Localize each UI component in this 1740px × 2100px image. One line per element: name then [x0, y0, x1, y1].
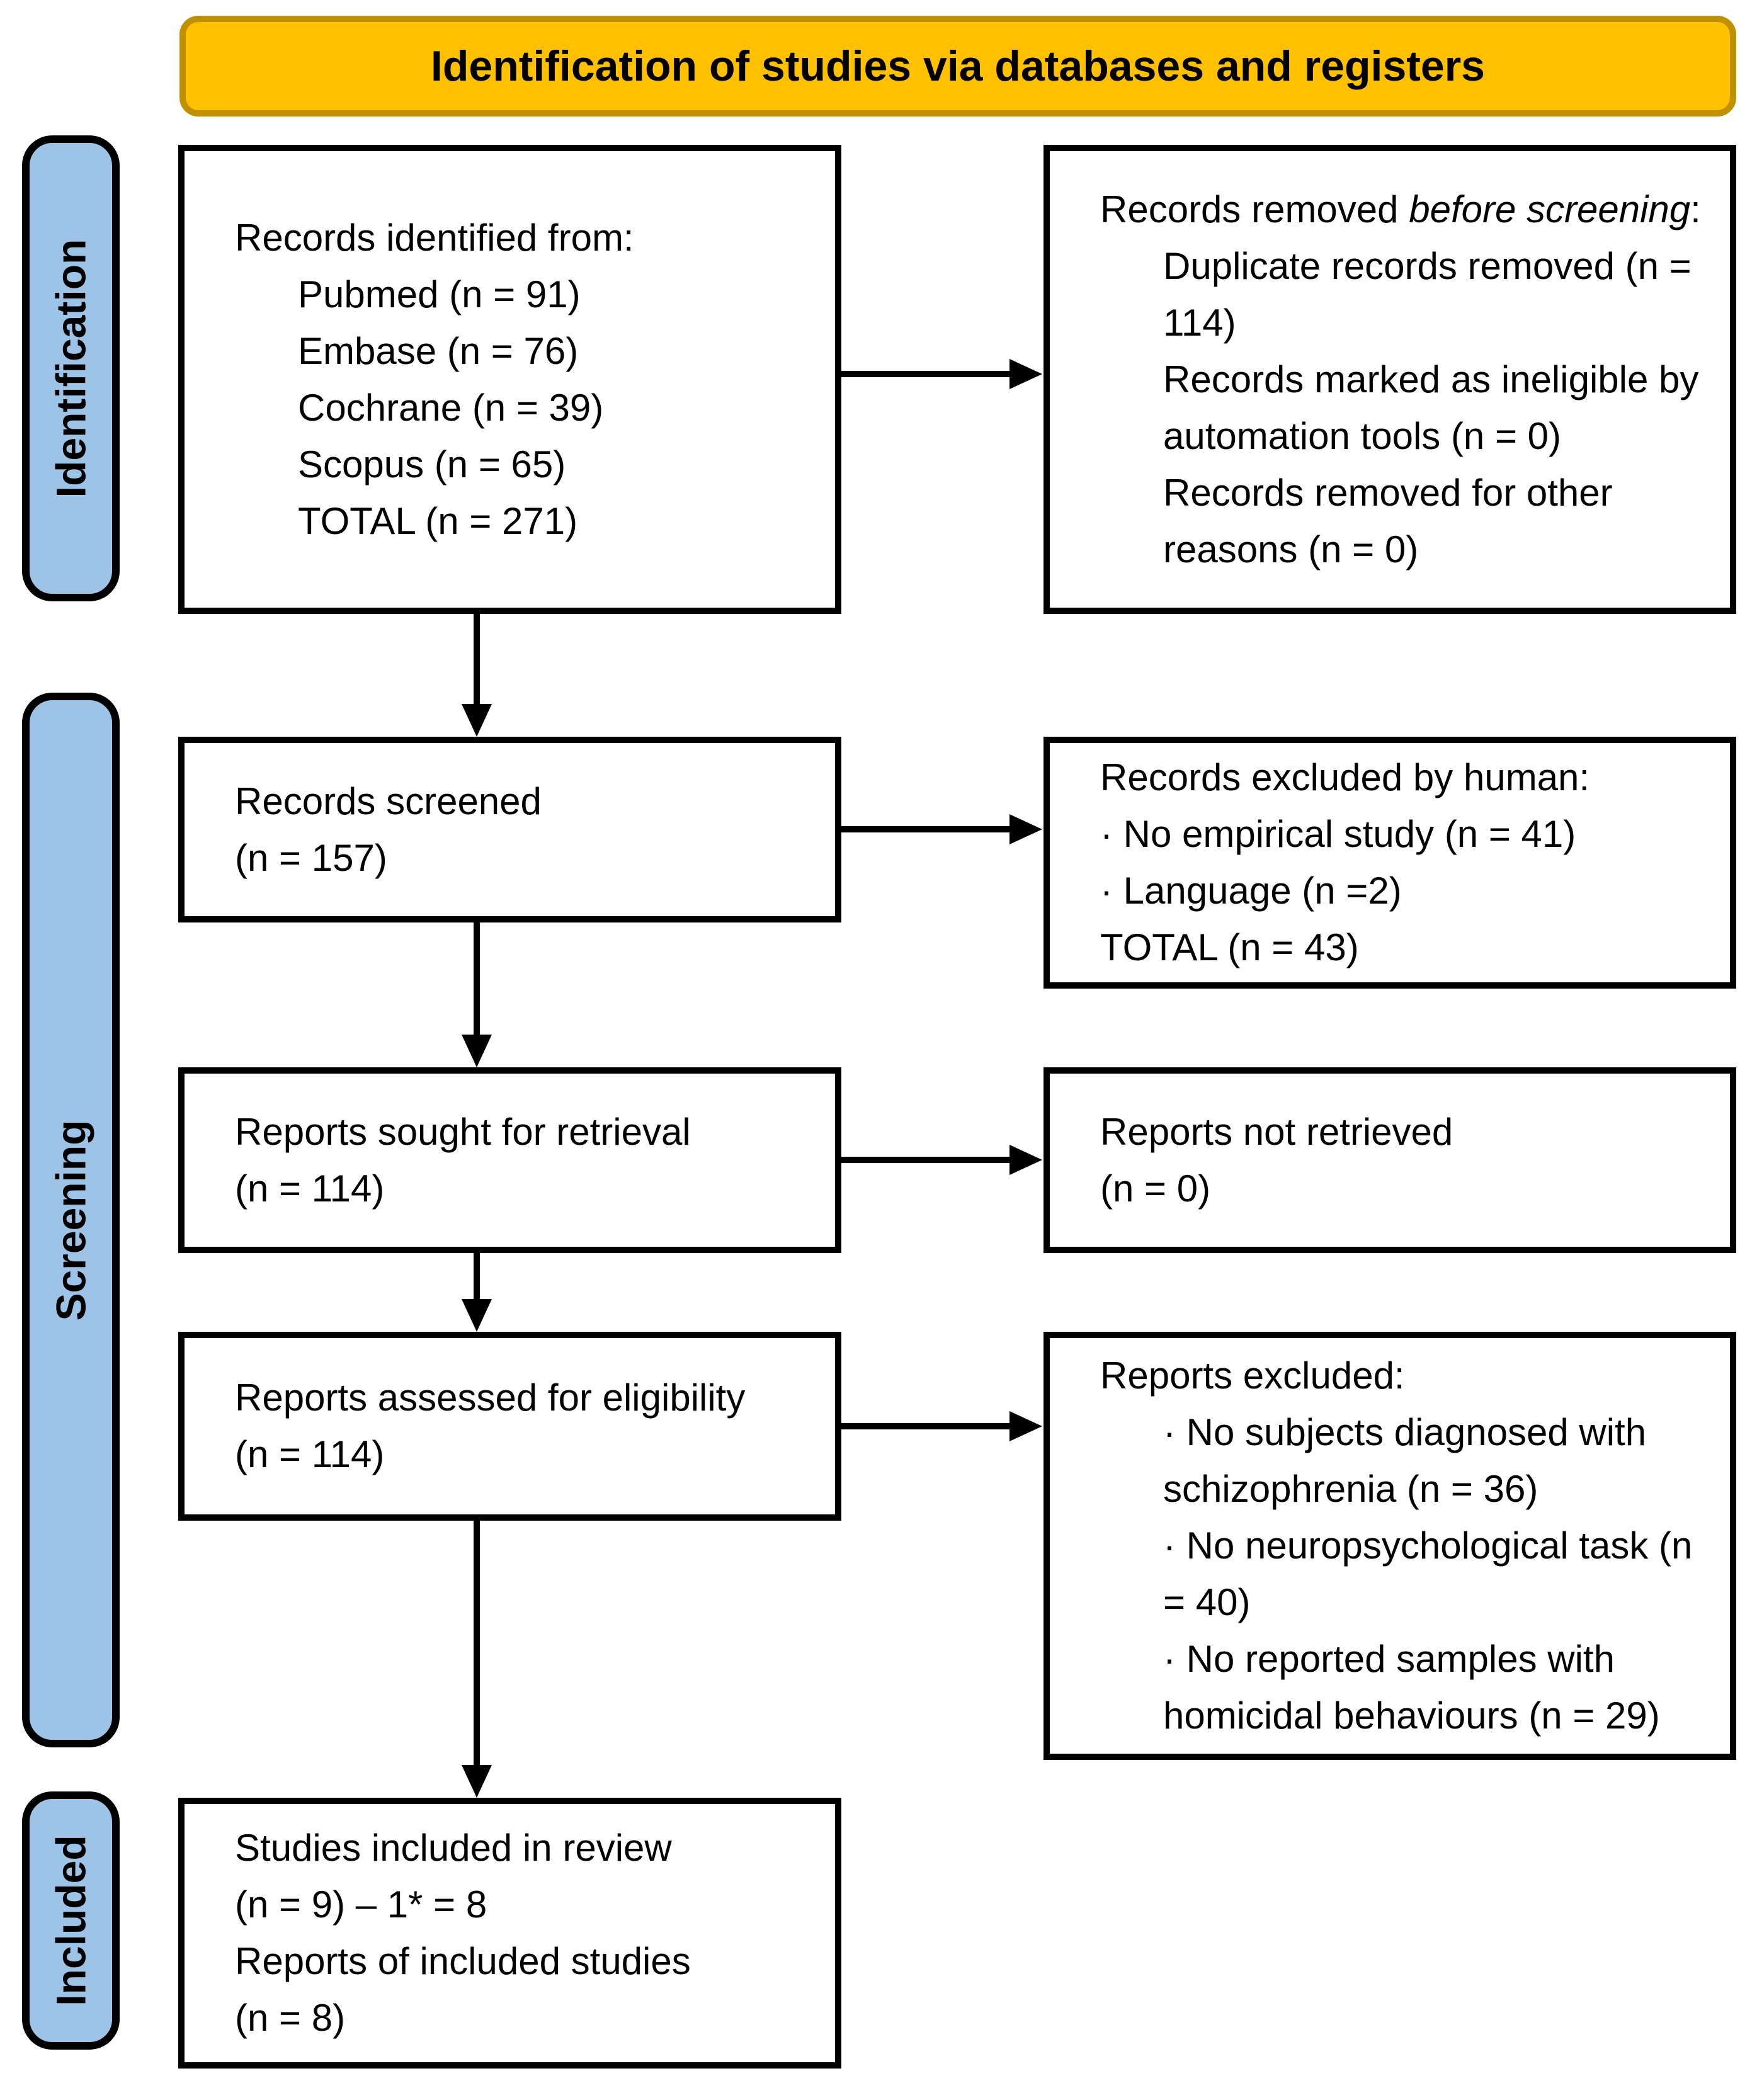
box-records-identified: Records identified from: Pubmed (n = 91)…	[178, 145, 841, 614]
stage-label-screening: Screening	[22, 693, 120, 1747]
arrow-identified-to-screened-head	[462, 704, 492, 737]
box-title: Records excluded by human:	[1100, 756, 1590, 798]
list-item: TOTAL (n = 271)	[298, 499, 578, 542]
box-line: (n = 157)	[235, 836, 387, 879]
list-item: · No neuropsychological task (n = 40)	[1163, 1524, 1693, 1623]
box-records-excluded-by-human: Records excluded by human: · No empirica…	[1043, 737, 1736, 989]
list-item: Pubmed (n = 91)	[298, 273, 581, 315]
box-reports-excluded: Reports excluded: · No subjects diagnose…	[1043, 1332, 1736, 1760]
box-records-screened: Records screened (n = 157)	[178, 737, 841, 922]
box-line: Studies included in review	[235, 1827, 672, 1869]
box-line: (n = 114)	[235, 1167, 385, 1210]
box-reports-assessed-for-eligibility: Reports assessed for eligibility (n = 11…	[178, 1332, 841, 1521]
stage-label-included: Included	[22, 1791, 120, 2050]
box-records-removed-before-screening: Records removed before screening: Duplic…	[1043, 145, 1736, 614]
list-item: Cochrane (n = 39)	[298, 386, 604, 429]
arrow-screened-to-excluded-line	[841, 826, 1011, 832]
list-item: · No empirical study (n = 41)	[1100, 813, 1576, 855]
stage-screening-text: Screening	[47, 1119, 94, 1321]
list-item: · Language (n =2)	[1100, 870, 1402, 912]
list-item: Embase (n = 76)	[298, 329, 579, 372]
arrow-sought-to-notretrieved-head	[1009, 1145, 1042, 1175]
stage-included-text: Included	[47, 1835, 94, 2006]
box-reports-sought-for-retrieval: Reports sought for retrieval (n = 114)	[178, 1067, 841, 1253]
arrow-screened-to-sought-line	[474, 922, 480, 1036]
box-line: Reports of included studies	[235, 1940, 691, 1982]
list-item: Scopus (n = 65)	[298, 443, 566, 485]
banner-title: Identification of studies via databases …	[430, 42, 1486, 90]
box-line: (n = 8)	[235, 1997, 346, 2039]
box-title: Records identified from:	[235, 216, 634, 259]
box-line: Reports assessed for eligibility	[235, 1376, 746, 1419]
arrow-sought-to-assessed-head	[462, 1299, 492, 1332]
box-title: Records removed before screening:	[1100, 188, 1701, 230]
list-item: Duplicate records removed (n = 114)	[1163, 244, 1692, 344]
stage-label-identification: Identification	[22, 135, 120, 601]
arrow-assessed-to-excluded-line	[841, 1423, 1011, 1429]
box-studies-included-in-review: Studies included in review (n = 9) – 1* …	[178, 1798, 841, 2069]
box-line: Records screened	[235, 780, 542, 822]
box-reports-not-retrieved: Reports not retrieved (n = 0)	[1043, 1067, 1736, 1253]
list-item: · No reported samples with homicidal beh…	[1163, 1638, 1660, 1737]
arrow-screened-to-sought-head	[462, 1035, 492, 1067]
box-line: Reports sought for retrieval	[235, 1110, 691, 1153]
arrow-identified-to-removed-head	[1009, 359, 1042, 389]
list-item: · No subjects diagnosed with schizophren…	[1163, 1411, 1647, 1510]
box-line: (n = 9) – 1* = 8	[235, 1883, 487, 1926]
arrow-assessed-to-included-head	[462, 1765, 492, 1798]
box-line: (n = 0)	[1100, 1167, 1211, 1210]
arrow-sought-to-assessed-line	[474, 1253, 480, 1303]
arrow-identified-to-removed-line	[841, 371, 1011, 377]
box-line: (n = 114)	[235, 1433, 385, 1475]
banner: Identification of studies via databases …	[179, 16, 1736, 116]
list-item: Records removed for other reasons (n = 0…	[1163, 471, 1613, 570]
list-item: Records marked as ineligible by automati…	[1163, 358, 1699, 457]
arrow-sought-to-notretrieved-line	[841, 1157, 1011, 1163]
arrow-screened-to-excluded-head	[1009, 814, 1042, 844]
box-line: Reports not retrieved	[1100, 1110, 1453, 1153]
list-item: TOTAL (n = 43)	[1100, 926, 1359, 968]
arrow-assessed-to-excluded-head	[1009, 1411, 1042, 1441]
arrow-assessed-to-included-line	[474, 1521, 480, 1766]
box-title: Reports excluded:	[1100, 1354, 1405, 1397]
stage-identification-text: Identification	[47, 239, 94, 498]
arrow-identified-to-screened-line	[474, 614, 480, 708]
